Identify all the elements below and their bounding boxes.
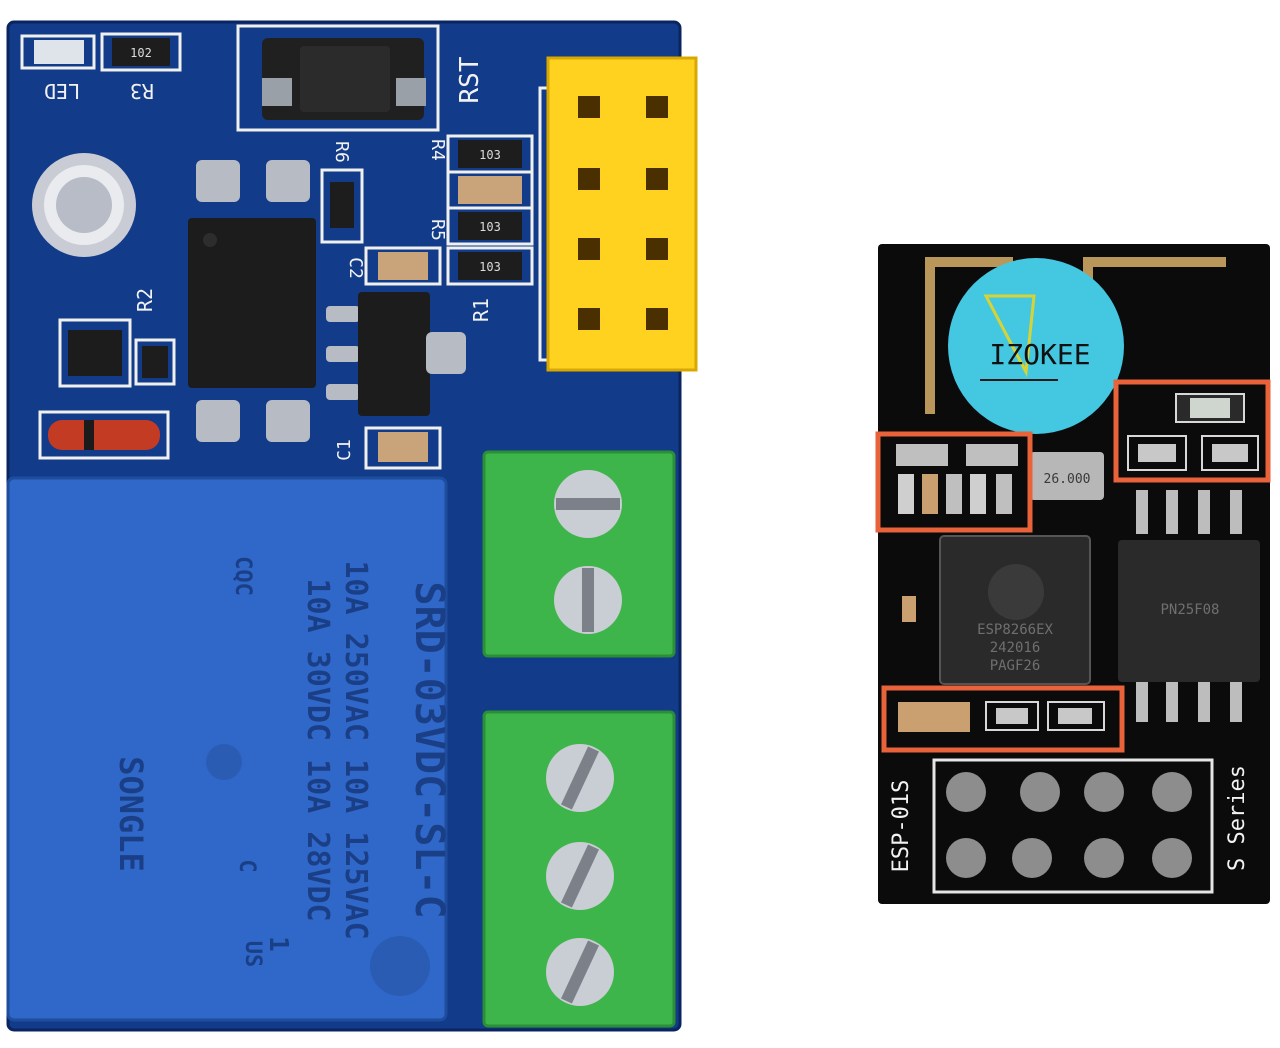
- crystal-oscillator: 26.000: [1030, 452, 1104, 500]
- logo-text: IZOKEE: [989, 338, 1090, 371]
- reset-button: [236, 24, 440, 132]
- relay-rating-1: 10A 250VAC 10A 125VAC: [338, 560, 373, 939]
- relay-model: SRD-03VDC-SL-C: [406, 581, 452, 918]
- pin-header: [932, 758, 1214, 894]
- rst-label: RST: [455, 56, 485, 103]
- r6-label: R6: [331, 141, 352, 163]
- c1-label: C1: [334, 439, 355, 461]
- resistor-stack: 103 103 103: [446, 134, 534, 286]
- r3-resistor: 102: [100, 32, 182, 72]
- r2-label: R2: [133, 288, 157, 312]
- chip-line-3: PAGF26: [990, 658, 1041, 674]
- relay-board: 102 LED R3 RST R6: [6, 20, 698, 1032]
- code-103c: 103: [479, 260, 501, 274]
- esp8266-chip: ESP8266EX 242016 PAGF26: [939, 535, 1091, 685]
- led-component: [20, 34, 96, 70]
- r3-label: R3: [130, 79, 154, 103]
- esp-header-socket: [538, 56, 698, 372]
- optocoupler: [188, 160, 316, 442]
- r5-label: R5: [427, 219, 448, 241]
- relay-label-text: SRD-03VDC-SL-C 10A 250VAC 10A 125VAC 10A…: [112, 556, 452, 967]
- relay-c: C: [234, 859, 259, 872]
- chip-line-2: 242016: [990, 640, 1041, 656]
- flash-chip: PN25F08: [1118, 490, 1260, 722]
- relay-rating-2: 10A 30VDC 10A 28VDC: [300, 578, 335, 921]
- top-left-components: [896, 444, 1018, 514]
- relay-us: US: [240, 941, 265, 968]
- r4-label: R4: [427, 139, 448, 161]
- top-right-components: [1127, 393, 1259, 471]
- chip-line-1: ESP8266EX: [977, 622, 1053, 638]
- highlight-boxes: [875, 379, 1271, 753]
- mounting-hole: [32, 153, 136, 257]
- c2-capacitor: [364, 246, 442, 286]
- r3-code: 102: [130, 46, 152, 60]
- izokee-logo: IZOKEE: [948, 258, 1124, 434]
- led-label: LED: [44, 79, 80, 103]
- flash-label: PN25F08: [1160, 602, 1219, 618]
- diode: [38, 410, 170, 460]
- bottom-smd-row: [898, 596, 1105, 732]
- terminal-block-bottom: [482, 710, 676, 1028]
- relay-module: [6, 476, 448, 1022]
- crystal-label: 26.000: [1044, 472, 1091, 487]
- r6-resistor: [320, 168, 364, 244]
- regulator: [326, 292, 466, 416]
- esp-right-label: S Series: [1225, 765, 1250, 871]
- relay-brand: SONGLE: [112, 756, 150, 872]
- esp01s-board: IZOKEE 26.000: [875, 244, 1271, 904]
- relay-cqc: CQC: [230, 556, 255, 596]
- code-103a: 103: [479, 148, 501, 162]
- code-103b: 103: [479, 220, 501, 234]
- c1-capacitor: [364, 426, 442, 470]
- relay-pin-one: 1: [263, 936, 293, 952]
- esp-left-label: ESP-01S: [889, 780, 914, 873]
- r1-label: R1: [469, 298, 493, 322]
- r2-transistor: [58, 318, 176, 388]
- terminal-block-top: [482, 450, 676, 658]
- c2-label: C2: [345, 257, 366, 279]
